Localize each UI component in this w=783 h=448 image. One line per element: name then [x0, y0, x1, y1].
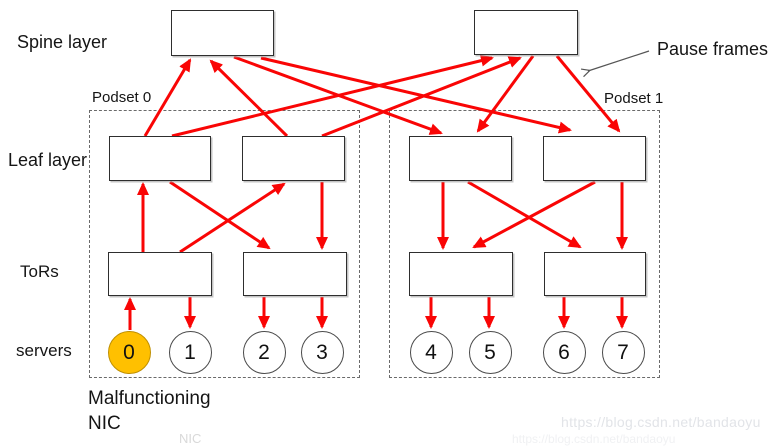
- arrow-leaf-4-to-tor-3: [472, 180, 596, 249]
- spine-switch-2: [474, 10, 578, 55]
- leaf-layer-label: Leaf layer: [8, 150, 88, 170]
- tor-switch-1: [108, 252, 212, 296]
- server-3: 3: [300, 331, 344, 374]
- server-7: 7: [601, 331, 645, 374]
- leaf-switch-2: [242, 136, 345, 181]
- server-2: 2: [242, 331, 286, 374]
- arrow-leaf-2-to-spine-1: [209, 59, 289, 138]
- tor-switch-4: [544, 252, 646, 296]
- spine-switch-1: [171, 10, 274, 56]
- podset-1-label: Podset 1: [604, 90, 664, 107]
- watermark-url: https://blog.csdn.net/bandaoyu: [561, 414, 761, 430]
- podset-0-label: Podset 0: [92, 89, 152, 106]
- arrow-leaf-3-to-tor-4: [467, 180, 582, 249]
- arrow-leaf-1-to-tor-2: [169, 180, 271, 250]
- arrow-spine-2-to-leaf-3: [476, 55, 535, 133]
- malfunctioning-nic-label: Malfunctioning NIC: [88, 386, 211, 436]
- malfunctioning-nic-line2: NIC: [88, 413, 121, 434]
- tor-switch-3: [409, 252, 513, 296]
- podset-1-region: [389, 110, 660, 378]
- arrow-leaf-2-to-spine-2: [321, 56, 522, 138]
- server-1: 1: [168, 331, 212, 374]
- leaf-switch-4: [543, 136, 646, 181]
- arrow-leaf-1-to-spine-1: [143, 58, 192, 137]
- arrow-spine-1-to-leaf-4: [260, 56, 572, 134]
- arrow-spine-2-to-leaf-4: [555, 55, 621, 133]
- servers-label: servers: [16, 341, 72, 360]
- watermark-nic-ghost: NIC: [179, 431, 202, 446]
- malfunctioning-nic-line1: Malfunctioning: [88, 388, 211, 409]
- server-5: 5: [468, 331, 512, 374]
- arrow-spine-1-to-leaf-3: [233, 55, 443, 135]
- tors-label: ToRs: [20, 262, 59, 281]
- server-0-malfunctioning: 0: [107, 331, 151, 374]
- watermark-url-ghost: https://blog.csdn.net/bandaoyu: [512, 432, 676, 446]
- arrow-pause-frames-label-to-pause-frame-flow: [588, 50, 650, 71]
- leaf-switch-3: [409, 136, 512, 181]
- server-4: 4: [409, 331, 453, 374]
- server-6: 6: [542, 331, 586, 374]
- leaf-switch-1: [109, 136, 211, 181]
- spine-layer-label: Spine layer: [17, 32, 108, 52]
- arrow-tor-1-to-leaf-2: [179, 182, 286, 254]
- tor-switch-2: [243, 252, 347, 296]
- pause-frames-label: Pause frames: [657, 39, 769, 59]
- podset-0-region: [89, 110, 360, 378]
- arrow-leaf-1-to-spine-2: [171, 54, 494, 138]
